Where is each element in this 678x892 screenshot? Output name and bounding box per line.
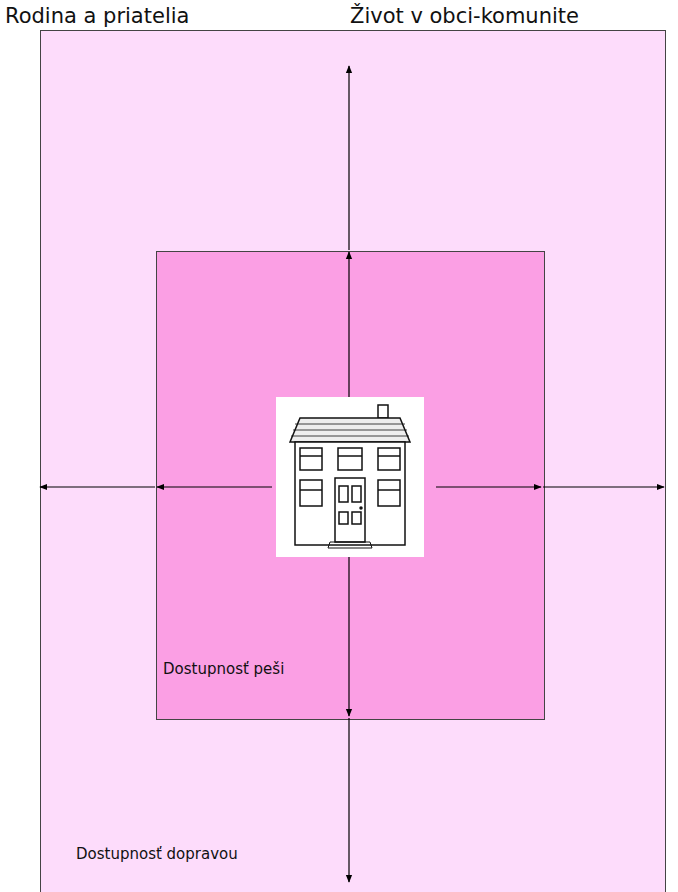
house-illustration: [276, 397, 424, 557]
access-label: Dostupnosť peši: [163, 660, 284, 678]
corner-label: Život v obci-komunite: [350, 4, 579, 28]
access-label: Dostupnosť dopravou: [76, 845, 238, 863]
corner-label: Rodina a priatelia: [5, 4, 189, 28]
arrow-lines: [40, 66, 664, 882]
